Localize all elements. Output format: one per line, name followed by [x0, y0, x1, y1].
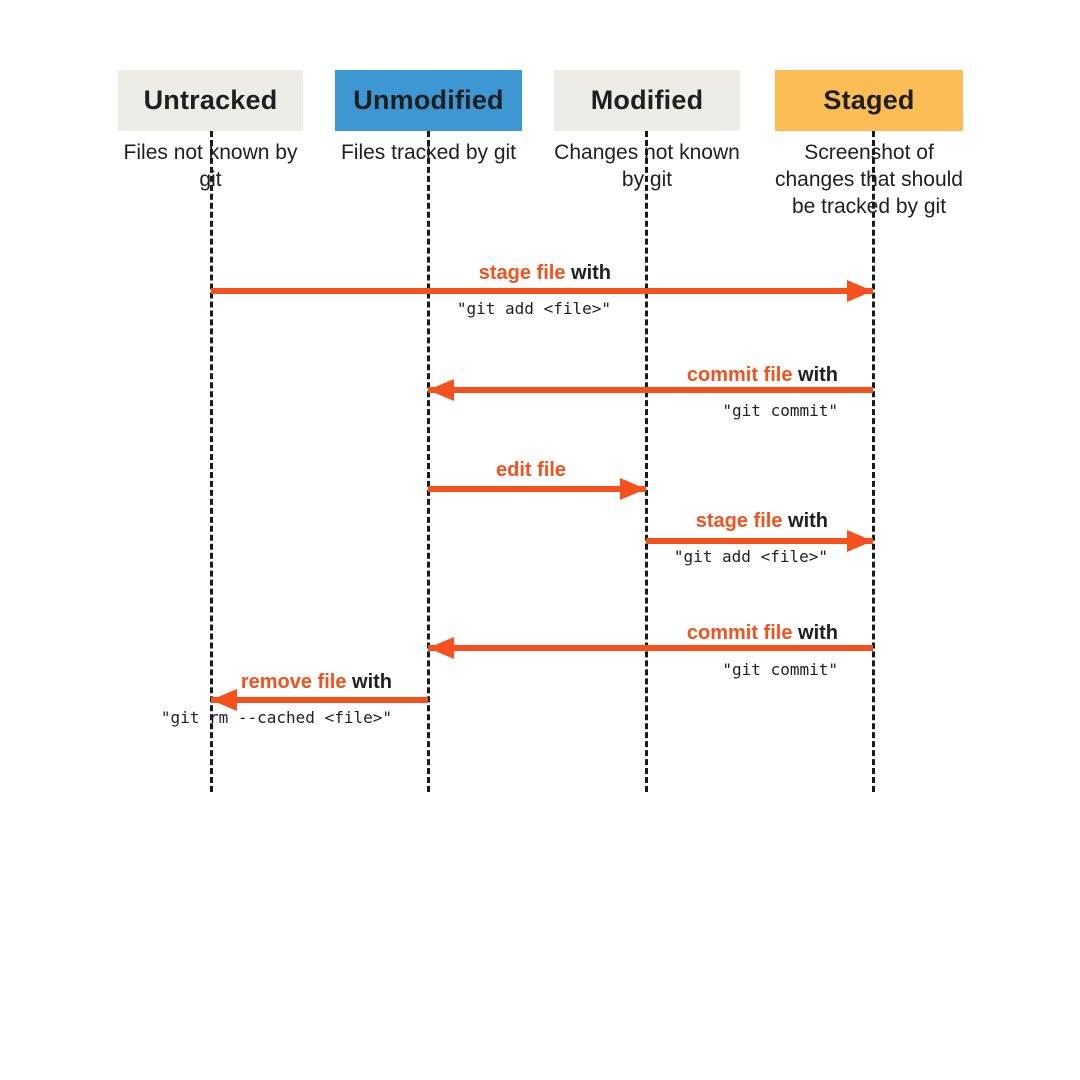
arrow-label-action-untracked-to-staged: stage file — [478, 262, 566, 284]
arrow-head-unmodified-to-untracked — [211, 689, 237, 711]
arrow-label-modified-to-staged: stage file with — [0, 510, 828, 533]
arrow-label-action-staged-to-unmodified: commit file — [686, 364, 793, 386]
arrow-head-unmodified-to-modified — [620, 478, 646, 500]
lifeline-untracked — [210, 131, 213, 792]
arrow-label-suffix-modified-to-staged: with — [782, 510, 828, 532]
lifeline-unmodified — [427, 131, 430, 792]
state-description-modified: Changes not known by git — [554, 141, 740, 191]
arrow-label-suffix-unmodified-to-untracked: with — [346, 671, 392, 693]
state-box-modified[interactable]: Modified — [554, 70, 740, 131]
state-description-untracked: Files not known by git — [123, 141, 298, 191]
arrow-line-unmodified-to-modified — [428, 486, 646, 492]
lifeline-modified — [645, 131, 648, 792]
state-box-untracked[interactable]: Untracked — [118, 70, 303, 131]
arrow-command-untracked-to-staged: "git add <file>" — [456, 299, 611, 318]
arrow-command-staged-to-unmodified: "git commit" — [722, 401, 838, 420]
lifeline-staged — [872, 131, 875, 792]
arrow-command-modified-to-unmodified: "git commit" — [722, 660, 838, 679]
state-box-unmodified[interactable]: Unmodified — [335, 70, 522, 131]
arrow-line-staged-to-unmodified — [428, 387, 873, 393]
arrow-label-modified-to-unmodified: commit file with — [0, 622, 838, 645]
state-description-unmodified: Files tracked by git — [340, 141, 517, 164]
arrow-label-action-unmodified-to-modified: edit file — [495, 459, 566, 481]
arrow-command-unmodified-to-untracked: "git rm --cached <file>" — [160, 708, 392, 727]
arrow-line-modified-to-unmodified — [428, 645, 873, 651]
arrow-line-modified-to-staged — [646, 538, 873, 544]
arrow-label-action-unmodified-to-untracked: remove file — [240, 671, 347, 693]
arrow-head-modified-to-staged — [847, 530, 873, 552]
arrow-label-suffix-staged-to-unmodified: with — [792, 364, 838, 386]
arrow-label-staged-to-unmodified: commit file with — [0, 364, 838, 387]
arrow-head-modified-to-unmodified — [428, 637, 454, 659]
state-box-staged[interactable]: Staged — [775, 70, 963, 131]
arrow-label-action-modified-to-staged: stage file — [695, 510, 783, 532]
arrow-label-untracked-to-staged: stage file with — [0, 262, 611, 285]
arrow-head-untracked-to-staged — [847, 280, 873, 302]
state-description-staged: Screenshot of changes that should be tra… — [775, 141, 963, 218]
arrow-head-staged-to-unmodified — [428, 379, 454, 401]
arrow-label-unmodified-to-untracked: remove file with — [0, 671, 392, 694]
arrow-label-suffix-modified-to-unmodified: with — [792, 622, 838, 644]
arrow-label-suffix-untracked-to-staged: with — [565, 262, 611, 284]
arrow-line-untracked-to-staged — [211, 288, 873, 294]
arrow-label-unmodified-to-modified: edit file — [0, 459, 566, 482]
arrow-label-action-modified-to-unmodified: commit file — [686, 622, 793, 644]
arrow-line-unmodified-to-untracked — [211, 697, 428, 703]
arrow-command-modified-to-staged: "git add <file>" — [673, 547, 828, 566]
